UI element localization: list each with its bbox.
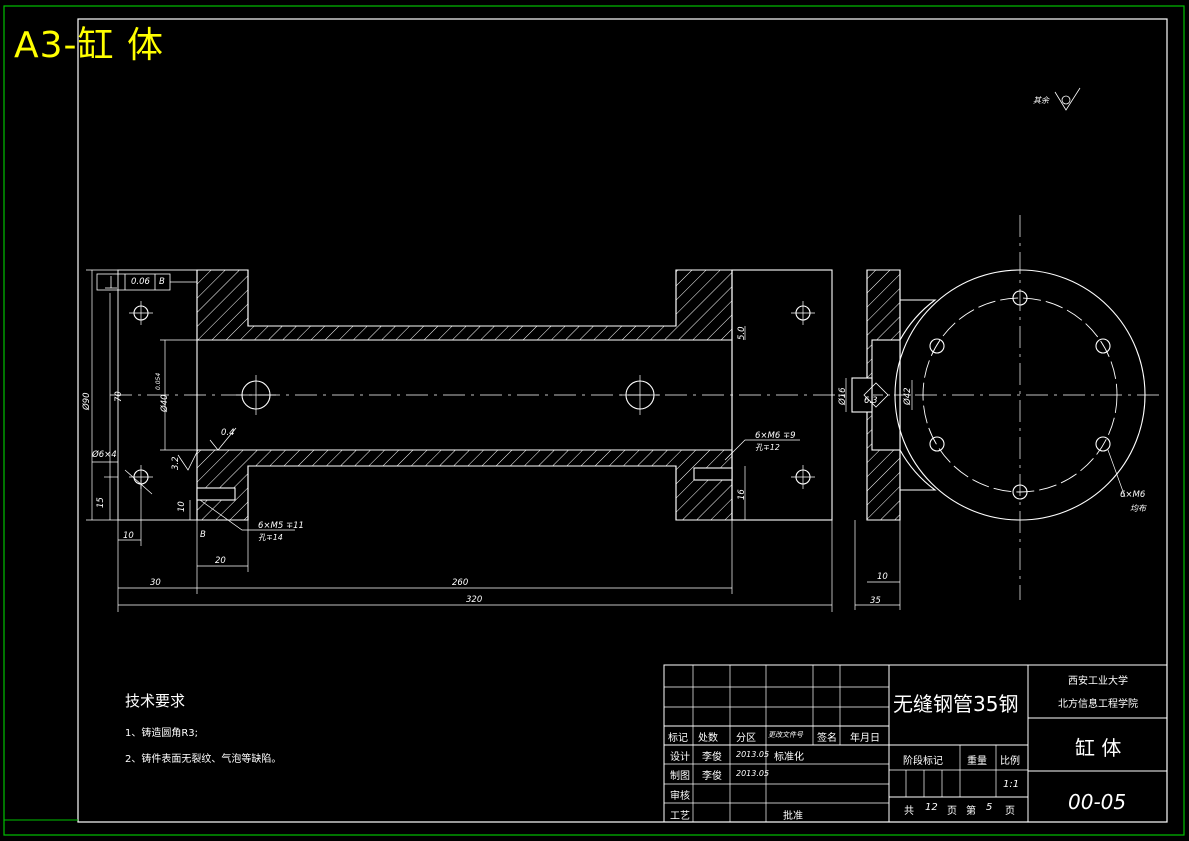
tolerance-datum: B: [159, 277, 165, 287]
tb-design-date: 2013.05: [736, 750, 770, 759]
dim-overall-length: 320: [466, 595, 483, 605]
tb-hdr-count: 处数: [698, 733, 718, 744]
end-view: [894, 215, 1160, 600]
tb-part-name: 缸 体: [1075, 736, 1122, 760]
tb-sheet-label: 第: [966, 806, 976, 817]
tb-hdr-docno: 更改文件号: [768, 731, 803, 739]
dim-10-left: 10: [123, 531, 134, 541]
tb-approve: 批准: [783, 811, 803, 822]
dim-10-vert: 10: [177, 501, 187, 512]
front-section-view: [110, 269, 845, 521]
tb-drawing-no: 00-05: [1068, 790, 1127, 814]
dim-phi90: Ø90: [82, 392, 92, 410]
inner-frame: [77, 18, 1168, 823]
side-thickness: 10: [877, 572, 888, 582]
dim-hole-6x4: Ø6×4: [92, 450, 117, 460]
tb-scale-label: 比例: [1000, 756, 1020, 767]
tb-hdr-zone: 分区: [736, 733, 756, 744]
outer-border: [3, 5, 1185, 836]
side-width: 35: [870, 596, 881, 606]
roughness-04: 0.4: [221, 428, 235, 438]
dim-16: 16: [737, 489, 747, 500]
tb-page-unit-1: 页: [947, 806, 957, 817]
front-dimension-lines: [86, 269, 833, 612]
tb-row-review: 审核: [670, 791, 690, 802]
tb-sheet-no: 5: [986, 802, 993, 813]
tb-weight: 重量: [967, 756, 987, 767]
dim-phi70: 70: [114, 391, 124, 402]
side-thread: 6×M6: [1120, 490, 1146, 500]
tb-stage-mark: 阶段标记: [903, 756, 943, 767]
tech-req-item1: 1、铸造圆角R3;: [125, 728, 199, 739]
tolerance-frame: [96, 273, 197, 291]
tech-req-heading: 技术要求: [125, 692, 186, 710]
side-thread-note: 均布: [1130, 504, 1146, 513]
roughness-other-label: 其余: [1033, 96, 1049, 105]
tb-page-unit-2: 页: [1005, 806, 1015, 817]
tolerance-value: 0.06: [131, 277, 150, 287]
tb-row-process: 工艺: [670, 811, 690, 822]
tech-req-item2: 2、铸件表面无裂纹、气泡等缺陷。: [125, 754, 282, 765]
dim-phi40: Ø40: [160, 394, 170, 412]
roughness-symbols: [177, 87, 1081, 471]
dim-5: 5.0: [737, 326, 747, 340]
datum-mark: B: [200, 530, 206, 540]
tb-hdr-sign: 签名: [817, 733, 837, 744]
tb-row-design: 设计: [670, 752, 690, 763]
thread-m5-depth: 孔∓14: [258, 533, 283, 542]
tb-scale-value: 1:1: [1003, 779, 1020, 790]
tb-drafter: 李俊: [702, 771, 722, 782]
thread-m6-depth: 孔∓12: [755, 443, 780, 452]
tb-school-1: 西安工业大学: [1068, 676, 1128, 687]
tb-total-pages: 12: [925, 802, 938, 813]
tb-hdr-mark: 标记: [668, 733, 688, 744]
tb-draw-date: 2013.05: [736, 769, 770, 778]
dim-phi40-tol: 0.054: [155, 372, 162, 390]
side-view: [845, 269, 913, 610]
side-phi16: Ø16: [838, 387, 848, 405]
thread-m5-label: 6×M5 ∓11: [258, 521, 304, 531]
dim-body-length: 260: [452, 578, 469, 588]
tb-designer: 李俊: [702, 752, 722, 763]
tb-row-draw: 制图: [670, 771, 690, 782]
sheet-title: A3-缸 体: [14, 25, 164, 66]
roughness-32: 3.2: [171, 456, 181, 470]
dim-20: 20: [215, 556, 226, 566]
side-phi42: Ø42: [903, 387, 913, 405]
tb-school-2: 北方信息工程学院: [1058, 699, 1138, 710]
roughness-63: 6.3: [864, 396, 878, 406]
dim-flange-offset: 30: [150, 578, 161, 588]
thread-m6-label: 6×M6 ∓9: [755, 431, 796, 441]
tb-total-label: 共: [904, 806, 914, 817]
dim-15: 15: [96, 497, 106, 508]
tb-standardize: 标准化: [774, 752, 804, 763]
title-block: [663, 664, 1168, 823]
tb-hdr-date: 年月日: [850, 733, 880, 744]
tb-material: 无缝钢管35钢: [893, 692, 1019, 716]
